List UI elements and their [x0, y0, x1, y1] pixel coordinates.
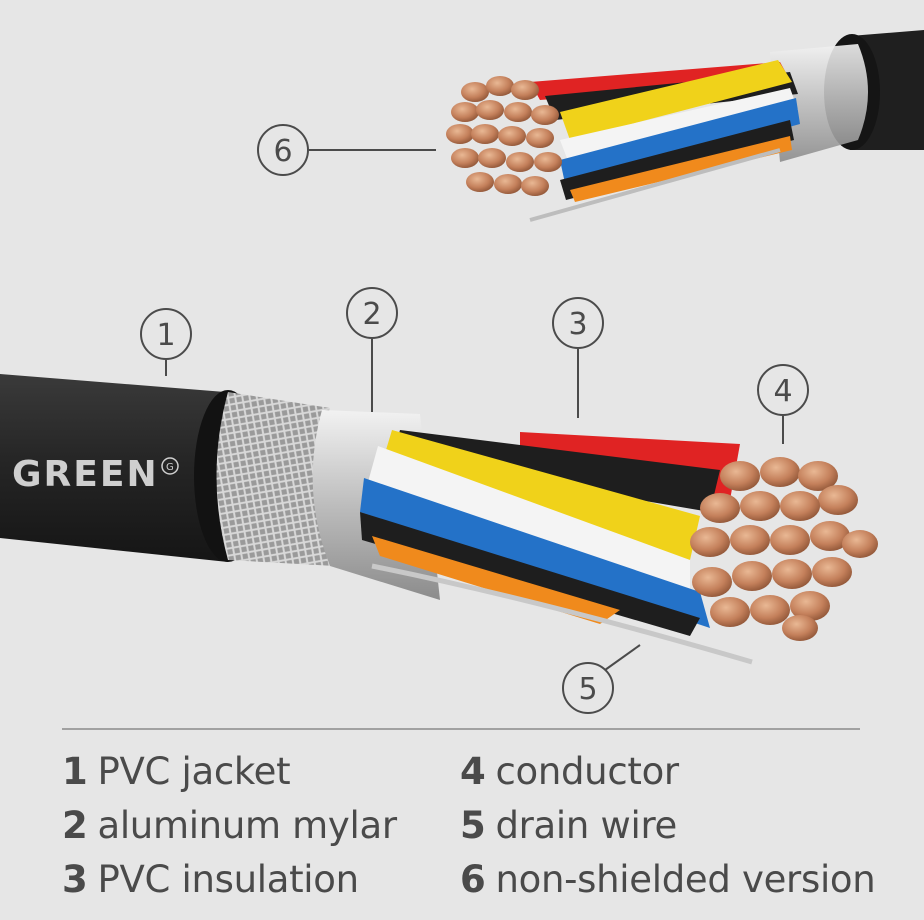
- legend-number: 2: [62, 804, 88, 847]
- callouts: 1 2 3 4 5 6: [140, 124, 809, 714]
- legend-number: 4: [460, 750, 486, 793]
- top-cable: [446, 30, 924, 222]
- callout-6-number: 6: [273, 134, 292, 169]
- brand-logo-mark-icon: [161, 457, 179, 475]
- legend-label: conductor: [495, 750, 679, 793]
- callout-4: 4: [757, 364, 809, 444]
- wire-yellow: [380, 430, 700, 560]
- wire-white: [368, 446, 690, 598]
- top-conductors: [446, 76, 562, 196]
- callout-2: 2: [346, 287, 398, 412]
- wire-orange: [372, 536, 620, 624]
- wire-black-2: [360, 512, 700, 636]
- top-wire-bundle: [530, 60, 800, 202]
- top-wire-red: [530, 62, 790, 100]
- braid-shield: [216, 392, 335, 566]
- legend-label: PVC jacket: [97, 750, 291, 793]
- callout-5-number: 5: [578, 672, 597, 707]
- top-foil: [770, 44, 868, 162]
- bottom-cable: GREEN G: [0, 374, 878, 665]
- callout-3: 3: [552, 297, 604, 418]
- top-wire-orange: [570, 136, 792, 202]
- callout-1: 1: [140, 308, 192, 376]
- callout-6: 6: [257, 124, 436, 176]
- brand-logo-mark: G: [166, 462, 174, 473]
- callout-5: 5: [562, 644, 641, 714]
- legend-label: drain wire: [495, 804, 678, 847]
- callout-2-number: 2: [362, 297, 381, 332]
- drain-wire: [371, 563, 753, 665]
- callout-3-number: 3: [568, 307, 587, 342]
- legend-number: 6: [460, 858, 486, 901]
- wire-black: [392, 430, 720, 512]
- bottom-jacket: [0, 374, 228, 562]
- callout-4-number: 4: [773, 374, 792, 409]
- bottom-conductors: [690, 457, 878, 641]
- legend-label: PVC insulation: [97, 858, 359, 901]
- legend-number: 3: [62, 858, 88, 901]
- top-drain-wire: [529, 148, 781, 222]
- top-wire-yellow: [560, 60, 792, 140]
- legend-number: 5: [460, 804, 486, 847]
- wire-blue: [360, 478, 710, 628]
- callout-1-number: 1: [156, 318, 175, 353]
- legend-label: non-shielded version: [495, 858, 876, 901]
- bottom-wire-bundle: [360, 430, 740, 636]
- legend-label: aluminum mylar: [97, 804, 397, 847]
- brand-logo-text: GREEN: [12, 454, 159, 495]
- legend-number: 1: [62, 750, 88, 793]
